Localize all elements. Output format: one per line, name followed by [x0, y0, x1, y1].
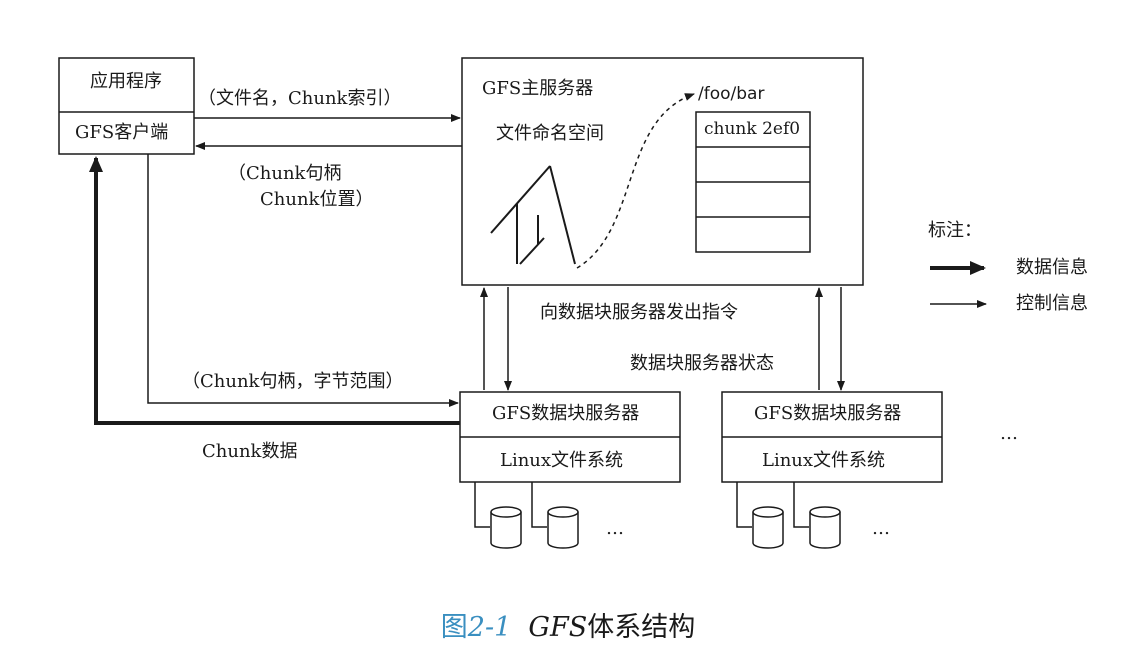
- to-chunkserver-label: 向数据块服务器发出指令: [540, 302, 738, 323]
- chunkserver-1-fs: Linux文件系统: [500, 450, 624, 471]
- more-disks-ellipsis-1: …: [606, 518, 624, 539]
- caption-rest: 体系结构: [587, 612, 696, 643]
- chunk-data-arrow: [89, 156, 460, 425]
- disk-icon: [752, 506, 784, 549]
- chunkserver-state-label: 数据块服务器状态: [630, 353, 774, 374]
- caption-number: 2-1: [467, 612, 512, 643]
- more-disks-ellipsis-2: …: [872, 518, 890, 539]
- more-chunkservers-ellipsis: …: [1000, 423, 1018, 444]
- caption-gfs: GFS: [528, 612, 588, 643]
- chunkserver-1-title: GFS数据块服务器: [492, 403, 640, 424]
- client-to-chunkserver-label: （Chunk句柄，字节范围）: [182, 371, 404, 392]
- namespace-tree-icon: [490, 165, 576, 265]
- path-label: /foo/bar: [698, 84, 765, 104]
- figure-caption: 图2-1 GFS体系结构: [0, 614, 1136, 641]
- client-label: GFS客户端: [75, 122, 169, 143]
- chunk-table-entry: chunk 2ef0: [704, 119, 801, 139]
- legend-title: 标注：: [928, 220, 982, 241]
- chunk-table: [695, 111, 811, 253]
- disk-icon: [809, 506, 841, 549]
- client-to-chunkserver-arrow: [147, 154, 459, 407]
- master-box: [461, 57, 864, 286]
- reply-label-line1: （Chunk句柄: [228, 163, 342, 184]
- request-label: （文件名，Chunk索引）: [198, 88, 402, 109]
- client-box: [58, 57, 195, 155]
- legend-data-label: 数据信息: [1016, 257, 1088, 278]
- app-label: 应用程序: [90, 71, 162, 92]
- caption-prefix: 图: [440, 612, 468, 643]
- chunkserver-2-title: GFS数据块服务器: [754, 403, 902, 424]
- namespace-label: 文件命名空间: [496, 123, 604, 144]
- legend-control-label: 控制信息: [1016, 293, 1088, 314]
- lookup-arrow: [576, 93, 695, 269]
- chunkserver-2-fs: Linux文件系统: [762, 450, 886, 471]
- reply-label-line2: Chunk位置）: [260, 189, 374, 210]
- master-title: GFS主服务器: [482, 78, 594, 99]
- chunk-data-label: Chunk数据: [202, 441, 298, 462]
- disk-icon: [547, 506, 579, 549]
- disk-icon: [490, 506, 522, 549]
- disk-connectors: [474, 482, 809, 528]
